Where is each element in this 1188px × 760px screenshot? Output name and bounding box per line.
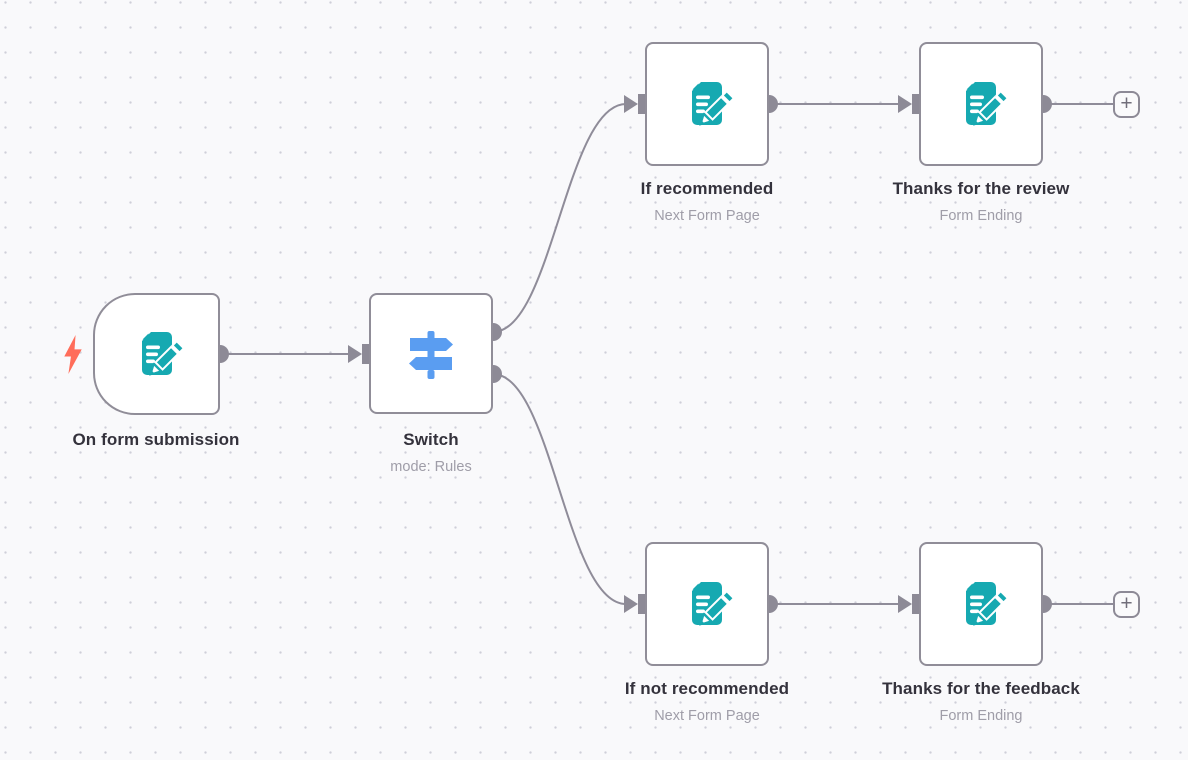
- node-thanks-for-the-review[interactable]: [919, 42, 1043, 166]
- node-thanks-for-the-feedback[interactable]: [919, 542, 1043, 666]
- node-title: If not recommended: [624, 679, 790, 698]
- input-port-switch[interactable]: [362, 344, 371, 364]
- form-icon: [141, 332, 185, 376]
- node-if-not-recommended[interactable]: [645, 542, 769, 666]
- input-port-thanks-review[interactable]: [912, 94, 921, 114]
- input-arrow-icon: [624, 595, 638, 613]
- node-subtitle: Next Form Page: [654, 708, 760, 724]
- node-label-switch: Switch mode: Rules: [261, 427, 601, 479]
- node-title: Thanks for the review: [892, 179, 1070, 198]
- add-node-button-bottom[interactable]: +: [1113, 591, 1140, 618]
- node-label-on-form-submission: On form submission: [0, 427, 326, 455]
- switch-icon: [409, 330, 453, 379]
- node-label-if-recommended: If recommended Next Form Page: [537, 176, 877, 228]
- add-node-button-top[interactable]: +: [1113, 91, 1140, 118]
- node-title: On form submission: [72, 430, 240, 449]
- form-icon: [966, 82, 1010, 126]
- input-port-if-not-recommended[interactable]: [638, 594, 647, 614]
- input-port-if-recommended[interactable]: [638, 94, 647, 114]
- form-icon: [966, 582, 1010, 626]
- node-subtitle: Form Ending: [939, 708, 1023, 724]
- connection-switch-to-if-not-recommended[interactable]: [492, 373, 627, 605]
- node-label-if-not-recommended: If not recommended Next Form Page: [537, 676, 877, 728]
- node-label-thanks-for-the-review: Thanks for the review Form Ending: [811, 176, 1151, 228]
- input-arrow-icon: [624, 95, 638, 113]
- form-icon: [692, 82, 736, 126]
- lightning-bolt-icon: [64, 335, 82, 374]
- node-title: Thanks for the feedback: [882, 679, 1080, 698]
- node-title: If recommended: [640, 179, 774, 198]
- node-on-form-submission[interactable]: [93, 293, 220, 415]
- node-subtitle: Next Form Page: [654, 208, 760, 224]
- input-arrow-icon: [348, 345, 362, 363]
- input-arrow-icon: [898, 95, 912, 113]
- node-title: Switch: [403, 430, 459, 449]
- node-if-recommended[interactable]: [645, 42, 769, 166]
- node-subtitle: Form Ending: [939, 208, 1023, 224]
- node-switch[interactable]: [369, 293, 493, 414]
- node-label-thanks-for-the-feedback: Thanks for the feedback Form Ending: [811, 676, 1151, 728]
- connection-switch-to-if-recommended[interactable]: [492, 103, 627, 333]
- input-port-thanks-feedback[interactable]: [912, 594, 921, 614]
- input-arrow-icon: [898, 595, 912, 613]
- form-icon: [692, 582, 736, 626]
- node-subtitle: mode: Rules: [390, 459, 472, 475]
